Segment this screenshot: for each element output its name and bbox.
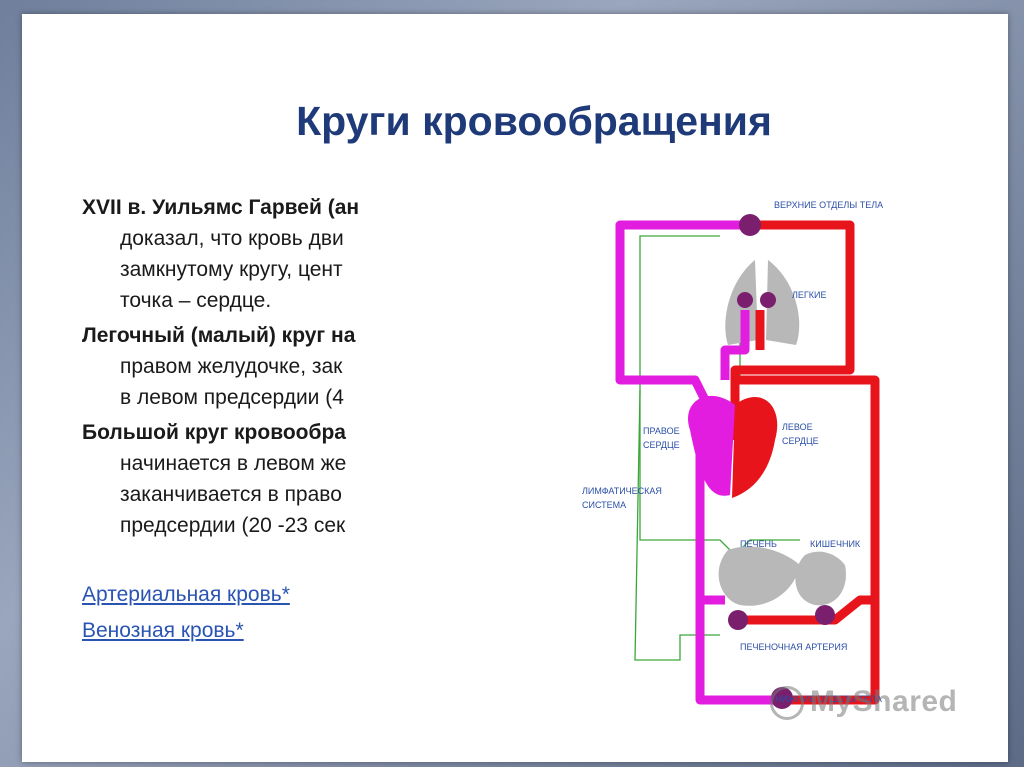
paragraph-systemic: Большой круг кровообра начинается в лево… (82, 417, 392, 541)
venous-blood-link[interactable]: Венозная кровь* (82, 619, 244, 642)
paragraph-lead: XVII в. Уильямс Гарвей (ан (82, 196, 360, 219)
label-liver: ПЕЧЕНЬ (740, 539, 777, 549)
capillary-lung-left (737, 292, 753, 308)
vein-upper (615, 220, 740, 413)
arterial-vessels (730, 220, 880, 705)
label-intestine: КИШЕЧНИК (810, 539, 861, 549)
label-lymph-2: СИСТЕМА (582, 500, 626, 510)
slide-title: Круги кровообращения (296, 98, 772, 144)
intestine-organ (795, 551, 846, 606)
capillary-liver (728, 610, 748, 630)
paragraph-line: замкнутому кругу, цент (120, 258, 343, 281)
lymph-path-upper (639, 235, 800, 556)
paragraph-lead: Большой круг кровообра (82, 421, 346, 444)
capillary-intestine (815, 605, 835, 625)
paragraph-pulmonary: Легочный (малый) круг на правом желудочк… (82, 320, 392, 413)
paragraph-line: в левом предсердии (4 (120, 386, 344, 409)
circulation-diagram: ВЕРХНИЕ ОТДЕЛЫ ТЕЛА ЛЕГКИЕ ПРАВОЕ СЕРДЦЕ… (582, 200, 883, 709)
label-lower-body: НИЖНИЕ ОТДЕЛЫ ТЕЛА (775, 694, 882, 704)
arterial-blood-link[interactable]: Артериальная кровь* (82, 583, 290, 606)
aorta-upper (730, 220, 855, 440)
hepatic-artery (745, 595, 875, 625)
text-block: XVII в. Уильямс Гарвей (ан доказал, что … (82, 192, 392, 552)
slide: Круги кровообращения XVII в. Уильямс Гар… (22, 14, 1008, 762)
heart (688, 395, 778, 498)
label-right-heart-2: СЕРДЦЕ (643, 440, 680, 450)
links: Артериальная кровь* Венозная кровь* (82, 577, 290, 649)
label-left-heart-1: ЛЕВОЕ (782, 422, 813, 432)
organs (718, 260, 846, 606)
right-lung (766, 260, 800, 345)
label-right-heart-1: ПРАВОЕ (643, 426, 680, 436)
capillary-upper (739, 214, 761, 236)
pulmonary-artery (720, 310, 750, 380)
watermark-text: MyShared (810, 685, 958, 718)
watermark: MyShared (770, 685, 958, 721)
right-heart-chamber (688, 395, 735, 496)
vein-lower (695, 600, 775, 705)
label-left-heart-2: СЕРДЦЕ (782, 436, 819, 446)
paragraph-line: доказал, что кровь дви (120, 227, 344, 250)
paragraph-lead: Легочный (малый) круг на (82, 324, 356, 347)
paragraph-line: заканчивается в право (120, 483, 342, 506)
capillary-lung-right (760, 292, 776, 308)
paragraph-line: правом желудочке, зак (120, 355, 343, 378)
watermark-logo-icon (770, 686, 804, 721)
left-heart-chamber (732, 397, 778, 498)
liver-organ (718, 546, 800, 606)
label-lymph-1: ЛИМФАТИЧЕСКАЯ (582, 486, 662, 496)
label-hepatic-artery: ПЕЧЕНОЧНАЯ АРТЕРИЯ (740, 642, 847, 652)
paragraph-harvey: XVII в. Уильямс Гарвей (ан доказал, что … (82, 192, 392, 316)
paragraph-line: точка – сердце. (120, 289, 272, 312)
venous-vessels (615, 220, 775, 705)
aorta-descending (735, 375, 880, 705)
label-upper-body: ВЕРХНИЕ ОТДЕЛЫ ТЕЛА (774, 200, 883, 210)
label-lungs: ЛЕГКИЕ (792, 290, 827, 300)
paragraph-line: предсердии (20 -23 сек (120, 514, 346, 537)
lymph-path-lower (634, 389, 720, 661)
paragraph-line: начинается в левом же (120, 452, 347, 475)
